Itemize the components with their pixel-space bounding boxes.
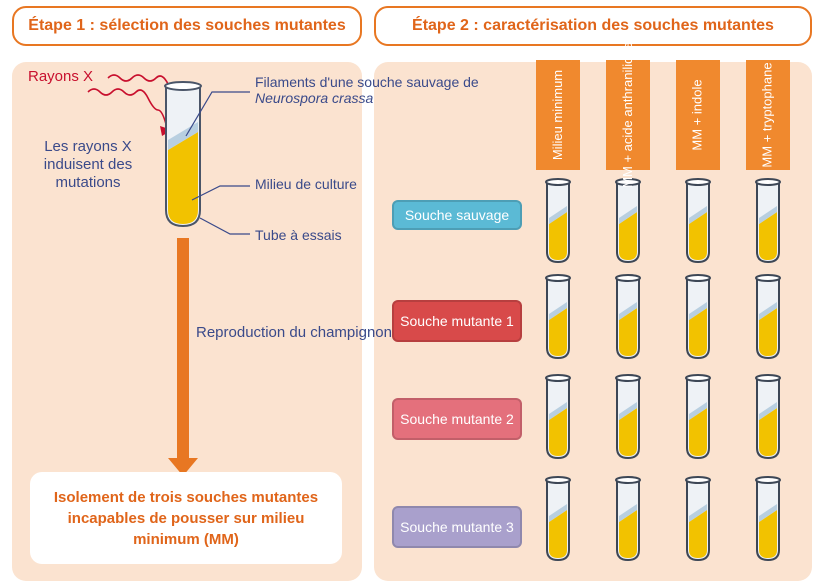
result-tube [545,476,571,562]
strain-mutant-2: Souche mutante 2 [392,398,522,440]
medium-annotation: Milieu de culture [255,176,357,192]
result-tube [755,178,781,264]
filaments-annotation: Filaments d'une souche sauvage de Neuros… [255,74,479,106]
main-test-tube [164,81,202,228]
xray-wave-2 [87,88,175,136]
result-tube [685,374,711,460]
result-tube [545,274,571,360]
result-tube [755,476,781,562]
reproduction-text: Reproduction du champignon [196,324,392,341]
result-box: Isolement de trois souches mutantes inca… [30,472,342,564]
tube-annotation: Tube à essais [255,227,342,243]
result-tube [615,374,641,460]
annotation-lines [185,91,250,235]
column-header-minimum: Milieu minimum [536,60,580,170]
column-header-tryptophan: MM + tryptophane [746,60,790,170]
result-tube [685,476,711,562]
result-tube [615,274,641,360]
column-header-indole: MM + indole [676,60,720,170]
step2-title: Étape 2 : caractérisation des souches mu… [374,6,812,46]
result-tube [755,274,781,360]
result-tube [685,178,711,264]
result-tube [685,274,711,360]
column-header-label: MM + tryptophane [760,62,776,168]
process-arrow-head [168,458,198,476]
result-tube [545,374,571,460]
mutation-text: Les rayons X induisent des mutations [43,138,133,191]
xray-label: Rayons X [28,68,94,85]
filament-leader [185,91,250,137]
strain-wild: Souche sauvage [392,200,522,230]
tube-leader [199,217,250,235]
culture-medium [168,132,198,224]
column-header-label: MM + indole [690,79,706,151]
column-header-label: Milieu minimum [550,69,566,161]
result-text: Isolement de trois souches mutantes inca… [53,488,319,548]
result-tube [545,178,571,264]
strain-mutant-3: Souche mutante 3 [392,506,522,548]
column-header-anthranilic: MM + acide anthranilique [606,42,650,188]
species-name: Neurospora crassa [255,90,374,106]
result-tube [615,476,641,562]
process-arrow-shaft [177,238,189,462]
result-tube-grid [545,178,781,562]
step1-title: Étape 1 : sélection des souches mutantes [12,6,362,46]
column-header-label: MM + acide anthranilique [620,42,636,188]
result-tube [615,178,641,264]
filaments-annotation-text: Filaments d'une souche sauvage de [255,74,479,90]
medium-leader [191,185,250,201]
result-tube [755,374,781,460]
strain-mutant-1: Souche mutante 1 [392,300,522,342]
